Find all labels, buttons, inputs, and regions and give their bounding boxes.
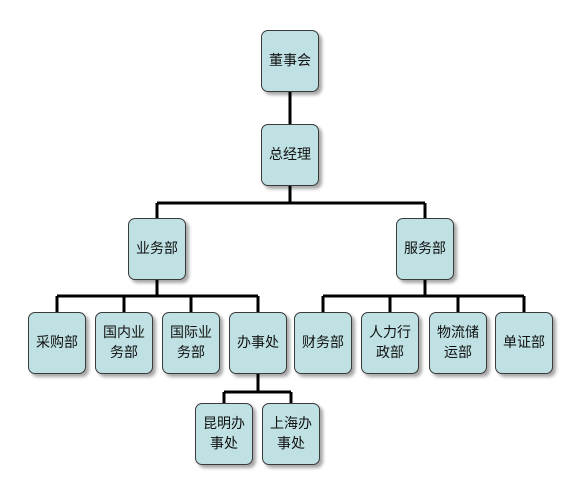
node-kunming-office: 昆明办事处 [195, 403, 253, 465]
node-general-manager: 总经理 [261, 124, 319, 186]
node-business-dept: 业务部 [128, 218, 186, 280]
node-business-dept-label: 业务部 [136, 241, 178, 257]
node-general-manager-label: 总经理 [269, 147, 311, 163]
node-domestic-business-dept: 国内业务部 [95, 312, 153, 374]
node-board-label: 董事会 [269, 53, 311, 69]
node-domestic-business-dept-label: 国内业务部 [103, 325, 145, 361]
node-documents-dept: 单证部 [495, 312, 553, 374]
node-purchasing-dept-label: 采购部 [36, 335, 78, 351]
node-documents-dept-label: 单证部 [503, 335, 545, 351]
node-finance-dept: 财务部 [294, 312, 352, 374]
node-office-label: 办事处 [237, 335, 279, 351]
node-shanghai-office-label: 上海办事处 [270, 416, 312, 452]
node-board: 董事会 [261, 30, 319, 92]
node-logistics-dept: 物流储运部 [429, 312, 487, 374]
node-service-dept-label: 服务部 [404, 241, 446, 257]
node-hr-admin-dept-label: 人力行政部 [369, 325, 411, 361]
node-office: 办事处 [229, 312, 287, 374]
node-international-business-dept: 国际业务部 [162, 312, 220, 374]
node-logistics-dept-label: 物流储运部 [437, 325, 479, 361]
node-hr-admin-dept: 人力行政部 [361, 312, 419, 374]
node-service-dept: 服务部 [396, 218, 454, 280]
node-kunming-office-label: 昆明办事处 [203, 416, 245, 452]
node-purchasing-dept: 采购部 [28, 312, 86, 374]
node-international-business-dept-label: 国际业务部 [170, 325, 212, 361]
node-shanghai-office: 上海办事处 [262, 403, 320, 465]
node-finance-dept-label: 财务部 [302, 335, 344, 351]
